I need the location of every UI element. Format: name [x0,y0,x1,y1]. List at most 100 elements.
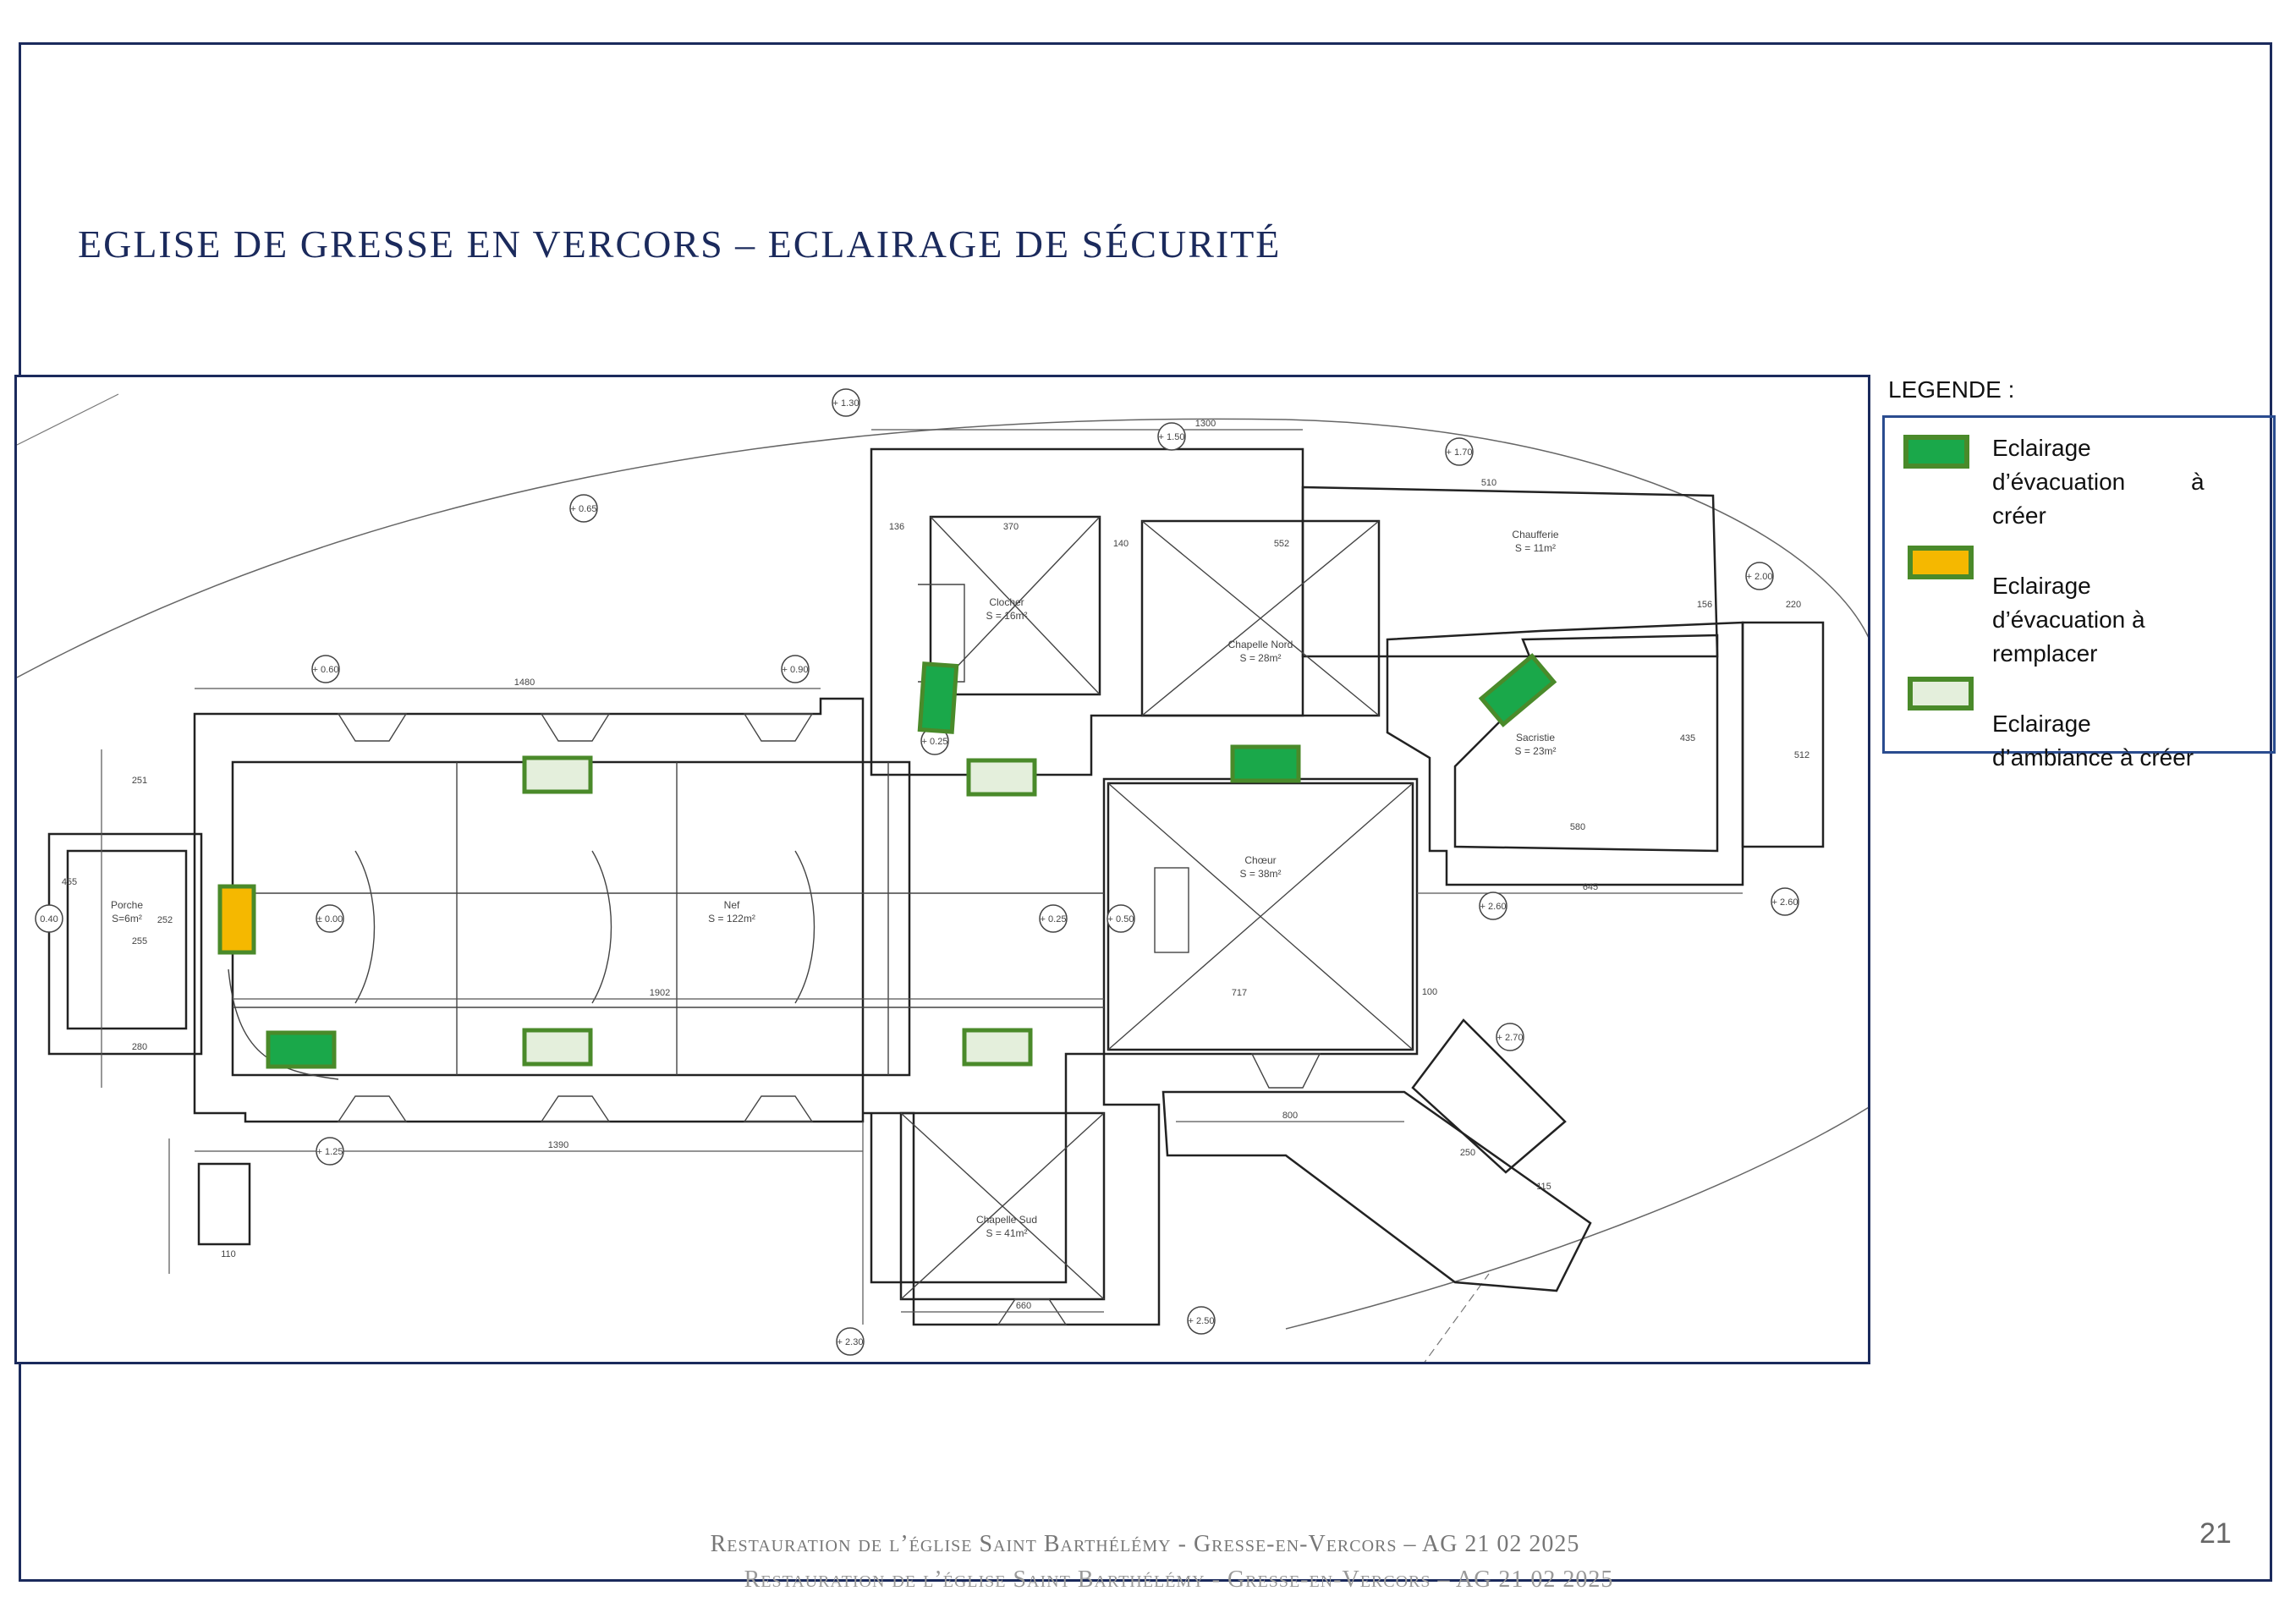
room-label: Clocher [989,596,1024,608]
vault-arc [354,850,376,1004]
level-marker [1187,1306,1216,1335]
chapelle-nord-wall [870,447,1304,776]
page-title: EGLISE DE GRESSE EN VERCORS – ECLAIRAGE … [78,222,1282,266]
dimension-label: 552 [1274,539,1289,549]
legend-swatch-ambiance-create [1908,677,1974,710]
ramp-wall [1411,1018,1567,1174]
dimension-label: 455 [62,877,77,887]
vault-cross [930,516,1101,695]
clocher-wall [929,515,1101,696]
dimension-label: 1390 [548,1140,568,1150]
footer-text: Restauration de l’église Saint Barthélém… [710,1531,1580,1557]
dimension-label: 110 [221,1249,236,1259]
dimension-label: 1480 [514,678,535,688]
room-label: Chapelle Sud [976,1214,1037,1226]
level-label: + 1.70 [1447,447,1473,458]
level-marker [316,904,344,933]
level-label: + 2.60 [1480,902,1507,912]
level-marker [1039,904,1068,933]
dimension-label: 136 [889,522,904,532]
dimension-label: 250 [1460,1148,1475,1158]
level-marker [569,494,598,523]
level-marker [781,655,810,683]
legend-line: Eclairage [1992,435,2091,461]
dimension-label: 280 [132,1042,147,1052]
vault-cross [1141,520,1380,716]
evacuation-light-create [917,661,959,734]
room-area: S=6m² [112,913,142,924]
level-marker [316,1137,344,1166]
room-area: S = 38m² [1239,868,1281,880]
level-label: + 0.50 [1108,914,1134,924]
altar [1154,867,1189,953]
sacristie-wall [1386,621,1744,886]
level-marker [311,655,340,683]
porche-wall [66,849,188,1030]
dimension-label: 800 [1282,1111,1298,1121]
footer-text-duplicate: Restauration de l’église Saint Barthélém… [744,1566,1614,1593]
dimension-label: 1300 [1195,419,1216,429]
dimension-label: 510 [1481,478,1496,488]
dimension-label: 252 [157,915,173,925]
level-label: + 2.60 [1772,897,1799,908]
level-label: + 0.25 [1041,914,1067,924]
level-label: + 2.70 [1497,1033,1524,1043]
dimension-label: 100 [1422,987,1437,997]
dimension-label: 255 [132,936,147,946]
dimension-label: 140 [1113,539,1129,549]
floor-plan-drawing: + 1.30 + 1.50 + 1.70 + 0.65 + 2.00 + 0.6… [17,388,1868,1362]
legend-line: d’ambiance à créer [1992,744,2194,771]
level-label: + 0.60 [313,665,339,675]
level-label: + 0.90 [783,665,809,675]
room-area: S = 41m² [986,1227,1027,1239]
level-label: + 0.25 [922,737,948,747]
room-area: S = 122m² [708,913,755,924]
annex-wall [1741,621,1825,848]
level-label: ± 0.00 [317,914,343,924]
room-label: Nef [724,899,740,911]
level-marker [1771,887,1799,916]
legend-line: remplacer [1992,640,2098,667]
level-label: + 2.50 [1189,1316,1215,1326]
legend-box [1882,415,2276,754]
ambiance-light-create [522,755,593,794]
evacuation-light-replace [217,884,256,955]
room-area: S = 23m² [1514,745,1556,757]
vault-arc [794,850,816,1004]
evacuation-light-create [266,1030,337,1069]
vault-cross [1107,782,1414,1051]
level-marker [832,388,860,417]
room-area: S = 28m² [1239,652,1281,664]
dimension-label: 220 [1786,600,1801,610]
level-marker [836,1327,865,1356]
dimension-label: 370 [1003,522,1019,532]
level-marker [1107,904,1135,933]
terrain-line [17,393,119,446]
ambiance-light-create [966,758,1037,797]
legend-swatch-evacuation-replace [1908,546,1974,579]
level-marker [1445,437,1474,466]
evacuation-light-create [1230,744,1301,783]
room-area: S = 11m² [1515,542,1556,554]
level-label: + 2.30 [837,1337,864,1347]
buttress [337,713,408,742]
ambiance-light-create [962,1028,1033,1067]
buttress [743,1095,814,1122]
level-label: + 1.50 [1159,432,1185,442]
level-label: + 1.25 [317,1147,343,1157]
room-label: Chapelle Nord [1228,639,1293,650]
dimension-label: 660 [1016,1301,1031,1311]
room-label: Chœur [1244,854,1276,866]
terrain-line [1285,1106,1868,1330]
level-marker [1496,1023,1524,1051]
dimension-label: 156 [1697,600,1712,610]
level-label: + 0.65 [571,504,597,514]
dimension-label: 580 [1570,822,1585,832]
annex-west-wall [197,1162,251,1246]
legend-text-ambiance-create: Eclairage d’ambiance à créer [1992,707,2229,775]
legend-line: d’évacuation à [1992,469,2205,495]
chapelle-nord-inner [1140,519,1381,717]
legend-title: LEGENDE : [1888,376,2015,403]
level-marker [35,904,63,933]
room-label: Sacristie [1516,732,1555,743]
